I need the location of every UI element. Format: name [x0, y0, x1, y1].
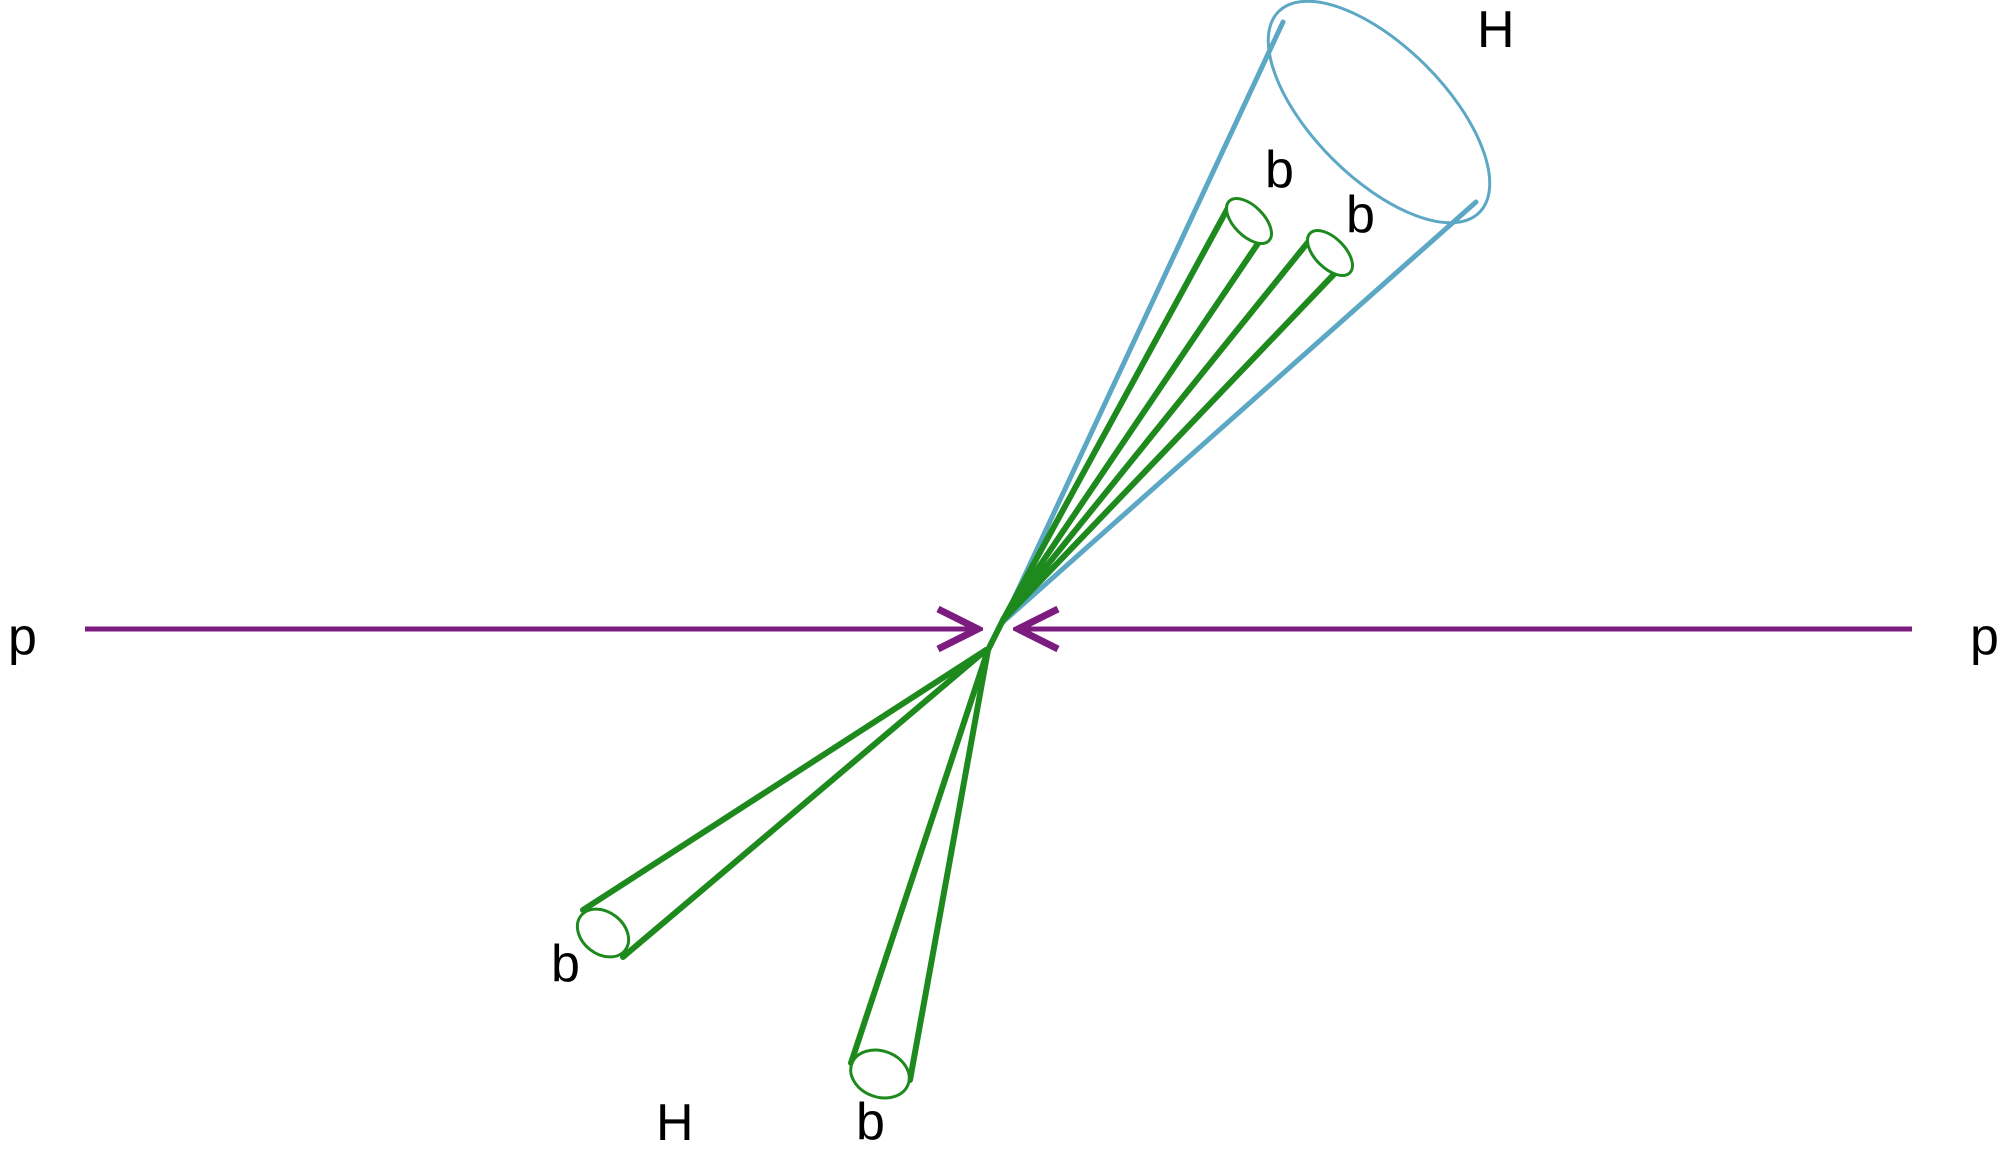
b-top-left-label: b	[1265, 141, 1294, 199]
higgs-cone-edge-right	[1000, 199, 1479, 625]
b-bottom-left-label: b	[551, 935, 580, 993]
b-bottom-right-label: b	[856, 1093, 885, 1151]
b-jet-upper-left	[1000, 197, 1273, 623]
b-jet-lower-right-mouth	[849, 1048, 911, 1100]
b-jet-upper-left-mouth	[1225, 197, 1273, 245]
higgs-bottom-label: H	[656, 1094, 694, 1152]
b-jet-upper-right-mouth	[1306, 229, 1354, 277]
b-jet-upper-right	[1000, 229, 1354, 623]
higgs-fat-jet-cone	[1000, 0, 1492, 625]
b-top-right-label: b	[1346, 186, 1375, 244]
b-jet-lower-left-mouth	[575, 907, 631, 959]
proton-left-label: p	[8, 608, 37, 666]
b-jet-lower-right	[848, 647, 991, 1100]
higgs-cone-edge-left	[1000, 19, 1286, 625]
b-jet-lower-left	[575, 647, 989, 960]
proton-right-label: p	[1970, 608, 1999, 666]
interaction-point-connector	[985, 617, 1006, 653]
higgs-cone-mouth	[1266, 0, 1492, 225]
higgs-top-label: H	[1477, 1, 1515, 59]
